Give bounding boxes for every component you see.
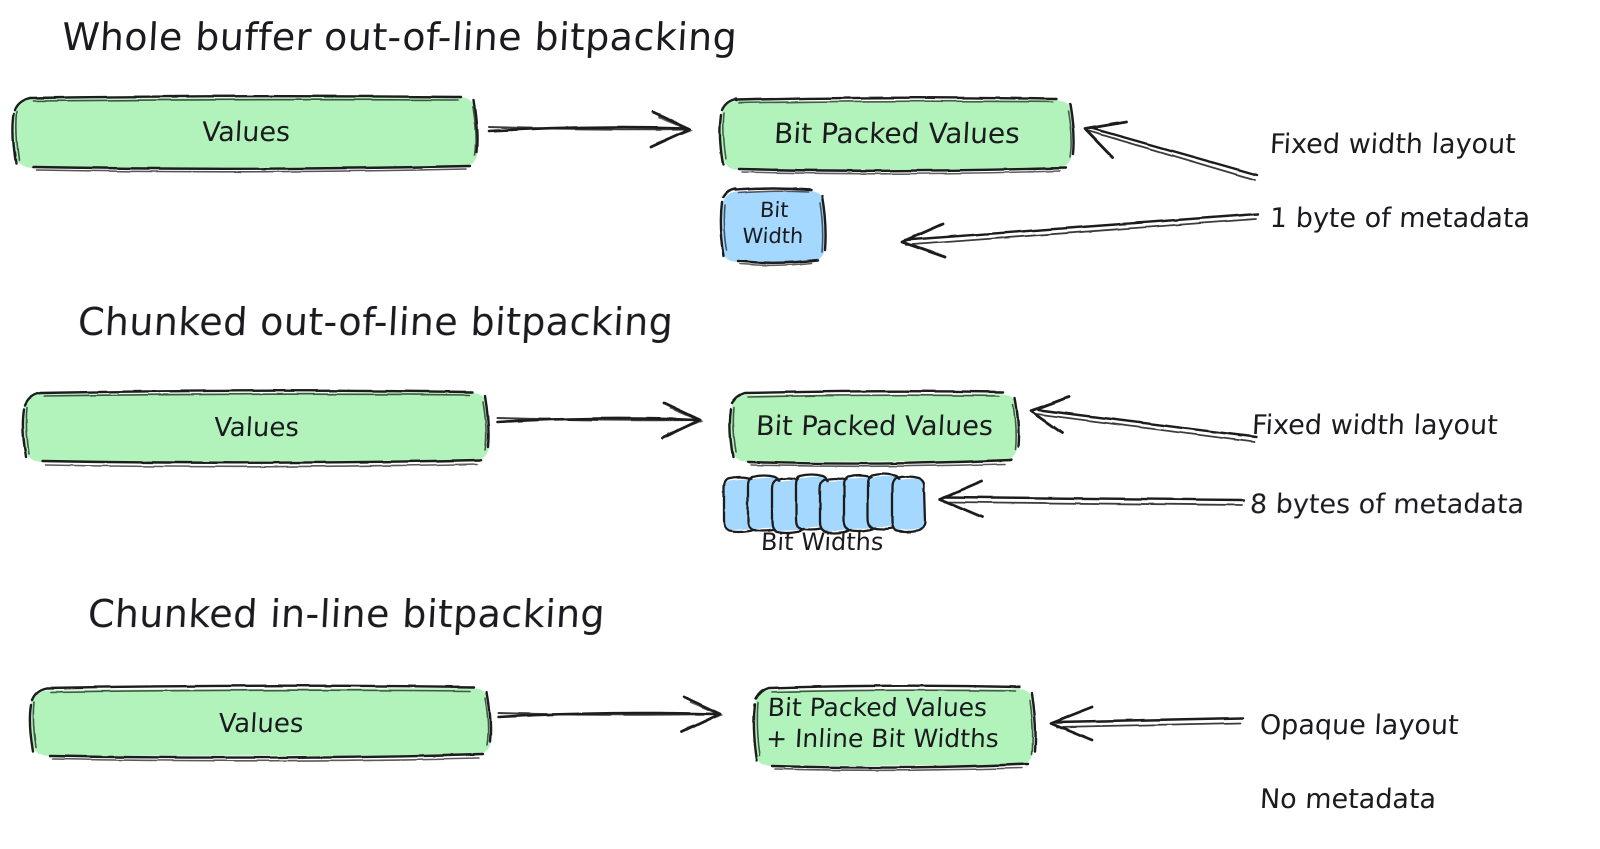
annotation-metadata-row1: 1 byte of metadata (1269, 203, 1531, 234)
section-title-2: Chunked out-of-line bitpacking (76, 300, 675, 344)
leader-metadata-row1 (900, 212, 1260, 259)
bitpacked-box-row1 (718, 96, 1075, 175)
leader-fixed-width-row1 (1083, 120, 1259, 181)
annotation-metadata-row2: 8 bytes of metadata (1249, 489, 1526, 520)
annotation-fixed-width-row2: Fixed width layout (1251, 410, 1499, 441)
leader-metadata-row2 (938, 479, 1246, 519)
bitwidth-box-row1 (719, 187, 827, 267)
annotation-no-metadata-row3: No metadata (1259, 784, 1437, 815)
leader-opaque-layout-row3 (1049, 705, 1245, 742)
section-title-3: Chunked in-line bitpacking (86, 592, 607, 636)
arrow-values-to-packed-row2 (495, 401, 704, 440)
arrow-values-to-packed-row1 (487, 110, 694, 149)
annotation-fixed-width-row1: Fixed width layout (1269, 129, 1517, 160)
values-box-row3 (28, 684, 492, 762)
bitpacked-inline-box-row3 (752, 684, 1037, 772)
values-box-row2 (21, 389, 490, 468)
arrow-values-to-packed-row3 (497, 695, 724, 734)
section-title-1: Whole buffer out-of-line bitpacking (60, 15, 739, 59)
leader-fixed-width-row2 (1029, 395, 1258, 443)
bit-widths-chunks-row2 (722, 472, 927, 535)
values-box-row1 (11, 95, 479, 173)
bitpacked-box-row2 (728, 390, 1020, 468)
annotation-opaque-layout-row3: Opaque layout (1259, 710, 1460, 741)
bit-widths-caption-row2: Bit Widths (760, 528, 885, 556)
chunk-cell (890, 475, 927, 534)
